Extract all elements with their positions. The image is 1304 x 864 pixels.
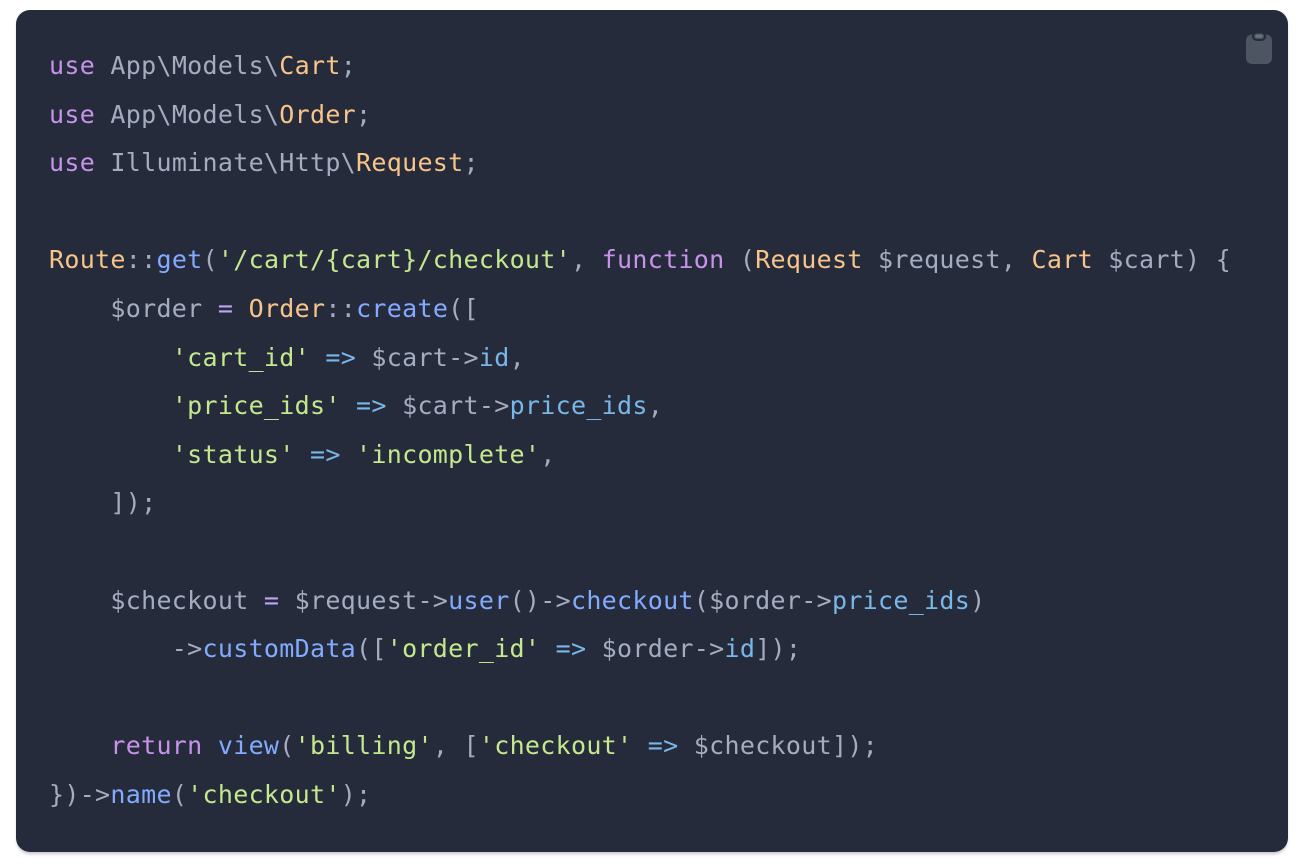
code-line: 'status' => 'incomplete', [171, 439, 556, 469]
code-line: ]); [49, 488, 157, 518]
code-line: 'cart_id' => $cart->id, [171, 342, 525, 372]
code-line: ->customData(['order_id' => $order->id])… [49, 634, 802, 664]
code-line [49, 188, 1228, 237]
code-line: return view('billing', ['checkout' => $c… [110, 731, 879, 761]
code-block: use App\Models\Cart; use App\Models\Order… [49, 42, 1228, 824]
code-line: Route::get('/cart/{cart}/checkout', func… [49, 245, 1228, 275]
code-line [49, 674, 1228, 723]
clipboard-icon [1246, 31, 1272, 67]
code-block-card: use App\Models\Cart; use App\Models\Order… [16, 10, 1288, 852]
code-line: use App\Models\Cart; [49, 51, 357, 80]
code-line: use Illuminate\Http\Request; [49, 148, 479, 178]
code-line: use App\Models\Order; [49, 99, 372, 129]
code-line: })->name('checkout'); [49, 779, 372, 809]
code-line: $checkout = $request->user()->checkout($… [49, 585, 986, 615]
code-line: $order = Order::create([ [49, 293, 479, 323]
code-line [49, 528, 1228, 577]
code-line: 'price_ids' => $cart->price_ids, [171, 391, 664, 421]
copy-code-button[interactable] [1246, 31, 1272, 67]
